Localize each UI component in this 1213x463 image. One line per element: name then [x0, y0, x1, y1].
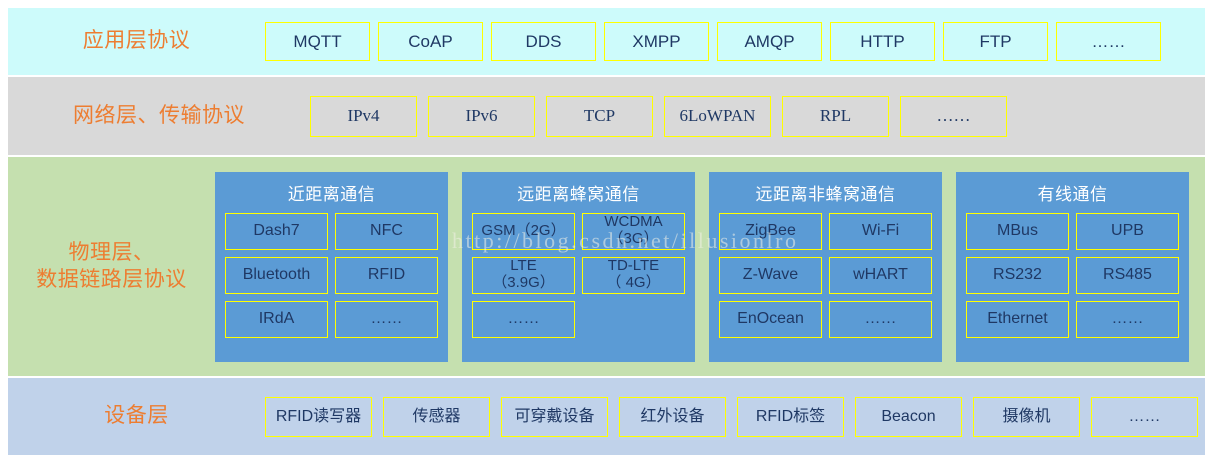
group-title: 有线通信 — [1037, 184, 1108, 204]
physical-group-short-range: 近距离通信 Dash7 NFC Bluetooth RFID IRdA …… — [215, 171, 448, 362]
protocol-chip[interactable]: 6LoWPAN — [664, 95, 771, 137]
protocol-chip[interactable]: Z-Wave — [719, 256, 822, 294]
group-chip-grid: MBus UPB RS232 RS485 Ethernet …… — [966, 212, 1179, 338]
physical-group-long-range-cellular: 远距离蜂窝通信 GSM（2G） WCDMA （3G） LTE （3.9G） TD… — [462, 171, 695, 362]
protocol-chip-more[interactable]: …… — [335, 300, 438, 338]
layer-title-physical: 物理层、 数据链路层协议 — [36, 240, 187, 291]
group-chip-grid: GSM（2G） WCDMA （3G） LTE （3.9G） TD-LTE （ 4… — [472, 212, 685, 338]
protocol-chip-more[interactable]: …… — [1076, 300, 1179, 338]
physical-group-list: 近距离通信 Dash7 NFC Bluetooth RFID IRdA …… 远… — [215, 171, 1189, 362]
device-list: RFID读写器 传感器 可穿戴设备 红外设备 RFID标签 Beacon 摄像机… — [265, 396, 1198, 437]
protocol-chip[interactable]: RPL — [782, 95, 889, 137]
protocol-chip[interactable]: UPB — [1076, 212, 1179, 250]
layer-band-application: 应用层协议 MQTT CoAP DDS XMPP AMQP HTTP FTP …… — [8, 8, 1205, 75]
device-chip[interactable]: 摄像机 — [973, 396, 1080, 437]
layer-title-application: 应用层协议 — [82, 29, 191, 53]
protocol-chip[interactable]: RS485 — [1076, 256, 1179, 294]
group-chip-grid: ZigBee Wi-Fi Z-Wave wHART EnOcean …… — [719, 212, 932, 338]
device-chip[interactable]: 红外设备 — [619, 396, 726, 437]
protocol-chip[interactable]: DDS — [491, 22, 596, 61]
protocol-chip[interactable]: LTE （3.9G） — [472, 256, 575, 294]
protocol-chip[interactable]: TCP — [546, 95, 653, 137]
device-chip[interactable]: RFID读写器 — [265, 396, 372, 437]
device-chip[interactable]: 可穿戴设备 — [501, 396, 608, 437]
protocol-chip[interactable]: RFID — [335, 256, 438, 294]
protocol-chip[interactable]: wHART — [829, 256, 932, 294]
application-protocol-list: MQTT CoAP DDS XMPP AMQP HTTP FTP …… — [265, 22, 1161, 61]
layer-band-device: 设备层 RFID读写器 传感器 可穿戴设备 红外设备 RFID标签 Beacon… — [8, 378, 1205, 455]
protocol-chip[interactable]: XMPP — [604, 22, 709, 61]
protocol-chip-more[interactable]: …… — [900, 95, 1007, 137]
device-chip[interactable]: Beacon — [855, 396, 962, 437]
protocol-chip[interactable]: Bluetooth — [225, 256, 328, 294]
protocol-chip[interactable]: CoAP — [378, 22, 483, 61]
network-protocol-list: IPv4 IPv6 TCP 6LoWPAN RPL …… — [310, 95, 1007, 137]
group-chip-grid: Dash7 NFC Bluetooth RFID IRdA …… — [225, 212, 438, 338]
protocol-chip[interactable]: Dash7 — [225, 212, 328, 250]
protocol-chip[interactable]: TD-LTE （ 4G） — [582, 256, 685, 294]
protocol-chip[interactable]: MBus — [966, 212, 1069, 250]
protocol-chip-more[interactable]: …… — [472, 300, 575, 338]
protocol-chip[interactable]: HTTP — [830, 22, 935, 61]
protocol-chip[interactable]: Wi-Fi — [829, 212, 932, 250]
protocol-chip[interactable]: MQTT — [265, 22, 370, 61]
device-chip[interactable]: 传感器 — [383, 396, 490, 437]
group-title: 远距离蜂窝通信 — [517, 184, 640, 204]
protocol-chip[interactable]: GSM（2G） — [472, 212, 575, 250]
physical-group-long-range-non-cellular: 远距离非蜂窝通信 ZigBee Wi-Fi Z-Wave wHART EnOce… — [709, 171, 942, 362]
protocol-chip[interactable]: ZigBee — [719, 212, 822, 250]
group-title: 近距离通信 — [287, 184, 376, 204]
protocol-chip[interactable]: NFC — [335, 212, 438, 250]
protocol-chip[interactable]: RS232 — [966, 256, 1069, 294]
protocol-chip-more[interactable]: …… — [1056, 22, 1161, 61]
protocol-chip-placeholder — [582, 301, 685, 338]
protocol-chip[interactable]: FTP — [943, 22, 1048, 61]
protocol-chip[interactable]: EnOcean — [719, 300, 822, 338]
device-chip[interactable]: RFID标签 — [737, 396, 844, 437]
physical-group-wired: 有线通信 MBus UPB RS232 RS485 Ethernet …… — [956, 171, 1189, 362]
protocol-chip[interactable]: Ethernet — [966, 300, 1069, 338]
protocol-chip[interactable]: IPv4 — [310, 95, 417, 137]
protocol-chip[interactable]: WCDMA （3G） — [582, 212, 685, 250]
layer-band-network: 网络层、传输协议 IPv4 IPv6 TCP 6LoWPAN RPL …… — [8, 77, 1205, 155]
layer-band-physical: 物理层、 数据链路层协议 近距离通信 Dash7 NFC Bluetooth R… — [8, 157, 1205, 376]
layer-title-network: 网络层、传输协议 — [73, 103, 245, 127]
protocol-chip[interactable]: IRdA — [225, 300, 328, 338]
protocol-chip[interactable]: IPv6 — [428, 95, 535, 137]
group-title: 远距离非蜂窝通信 — [755, 184, 896, 204]
layer-title-device: 设备层 — [104, 404, 169, 428]
device-chip-more[interactable]: …… — [1091, 396, 1198, 437]
protocol-chip[interactable]: AMQP — [717, 22, 822, 61]
protocol-chip-more[interactable]: …… — [829, 300, 932, 338]
